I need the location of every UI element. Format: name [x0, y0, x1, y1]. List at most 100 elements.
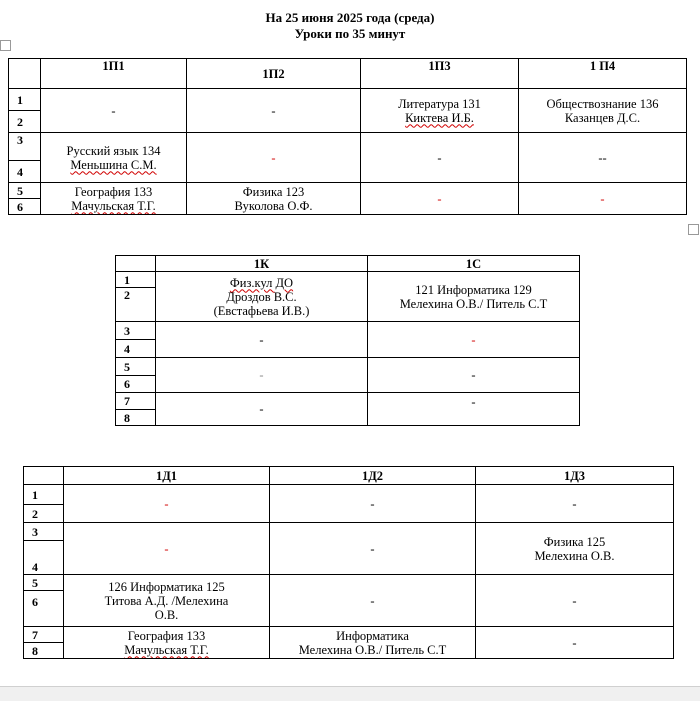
lesson-subject: Литература 131	[398, 96, 481, 111]
header-cell: 1П2	[186, 58, 361, 89]
row-number: 5	[8, 182, 41, 199]
lesson-cell: -	[269, 522, 476, 575]
row-number: 3	[23, 522, 64, 541]
table-move-handle[interactable]	[0, 40, 11, 51]
table-header-row: 1П1 1П2 1П3 1 П4	[8, 58, 687, 89]
row-number: 7	[23, 626, 64, 643]
lesson-teacher: Меньшина С.М.	[70, 157, 157, 172]
lesson-subject: -	[370, 593, 375, 608]
table-row: 6	[8, 198, 687, 215]
lesson-subject: -	[437, 150, 442, 165]
header-cell: 1П1	[40, 58, 187, 89]
lesson-cell: -	[63, 484, 270, 523]
lesson-subject: 121 Информатика 129	[415, 282, 532, 297]
lesson-subject: -	[437, 191, 442, 206]
row-number: 5	[23, 574, 64, 591]
lesson-cell: -	[186, 132, 361, 183]
lesson-subject: География 133	[74, 184, 153, 199]
lesson-subject: Физ.кул ДО	[229, 275, 294, 290]
lesson-subject: -	[572, 593, 577, 608]
lesson-teacher: Дроздов В.С.	[226, 289, 297, 304]
lesson-teacher: Титова А.Д. /Мелехина	[104, 593, 229, 608]
table-header-row: 1Д1 1Д2 1Д3	[23, 466, 674, 485]
table-row: 8	[115, 409, 580, 426]
lesson-teacher-substitute: (Евстафьева И.В.)	[213, 303, 310, 318]
lesson-subject: -	[164, 541, 169, 556]
row-number: 4	[115, 339, 156, 358]
lesson-cell: -	[367, 392, 580, 426]
lesson-subject: Физика 125	[543, 534, 606, 549]
lesson-cell: -	[155, 357, 368, 393]
table-row: 7 - -	[115, 392, 580, 426]
row-number: 4	[8, 160, 41, 183]
lesson-subject: Обществознание 136	[546, 96, 659, 111]
lesson-subject: -	[600, 191, 605, 206]
row-number: 4	[23, 540, 64, 575]
table-row: 8	[23, 642, 674, 659]
table-resize-handle[interactable]	[688, 224, 699, 235]
row-number: 5	[115, 357, 156, 376]
header-cell: 1Д2	[269, 466, 476, 485]
header-corner	[23, 466, 64, 485]
lesson-subject: -	[111, 103, 116, 118]
row-number: 6	[8, 198, 41, 215]
lesson-teacher: Мелехина О.В./ Питель С.Т	[399, 296, 548, 311]
lesson-cell: --	[518, 132, 687, 183]
row-number: 8	[23, 642, 64, 659]
lesson-teacher: Мелехина О.В./ Питель С.Т	[298, 642, 447, 657]
lesson-subject: -	[271, 150, 276, 165]
table-row: 1 - - -	[23, 484, 674, 523]
lesson-cell: -	[367, 357, 580, 393]
lesson-cell: -	[367, 321, 580, 358]
lesson-cell: -	[269, 574, 476, 627]
lesson-cell: -	[475, 626, 674, 659]
lesson-subject: -	[572, 635, 577, 650]
row-number: 8	[115, 409, 156, 426]
lesson-cell: -	[269, 484, 476, 523]
row-number: 2	[115, 287, 156, 322]
lesson-cell: -	[360, 132, 519, 183]
header-corner	[115, 255, 156, 272]
lesson-teacher: Киктева И.Б.	[405, 110, 474, 125]
table-header-row: 1К 1С	[115, 255, 580, 272]
header-cell: 1Д3	[475, 466, 674, 485]
row-number: 2	[23, 504, 64, 523]
lesson-cell: -	[155, 392, 368, 426]
lesson-subject: Информатика	[336, 628, 409, 643]
lesson-cell: -	[186, 88, 361, 133]
row-number: 1	[8, 88, 41, 111]
lesson-subject: География 133	[127, 628, 206, 643]
table-row: 2	[115, 287, 580, 322]
row-number: 3	[115, 321, 156, 340]
lesson-cell: -	[63, 522, 270, 575]
lesson-cell: -	[40, 88, 187, 133]
lesson-subject: Физика 123	[242, 184, 305, 199]
lesson-cell: -	[518, 182, 687, 215]
header-corner	[8, 58, 41, 89]
table-row: 3 - -	[115, 321, 580, 358]
schedule-date-title: На 25 июня 2025 года (среда)	[265, 10, 435, 25]
header-cell: 1Д1	[63, 466, 270, 485]
lesson-teacher: Вуколова О.Ф.	[234, 198, 313, 213]
row-number: 6	[23, 590, 64, 627]
lesson-subject: -	[271, 103, 276, 118]
row-number: 6	[115, 375, 156, 393]
lesson-subject: --	[598, 150, 607, 165]
lesson-subject: 126 Информатика 125	[108, 579, 225, 594]
